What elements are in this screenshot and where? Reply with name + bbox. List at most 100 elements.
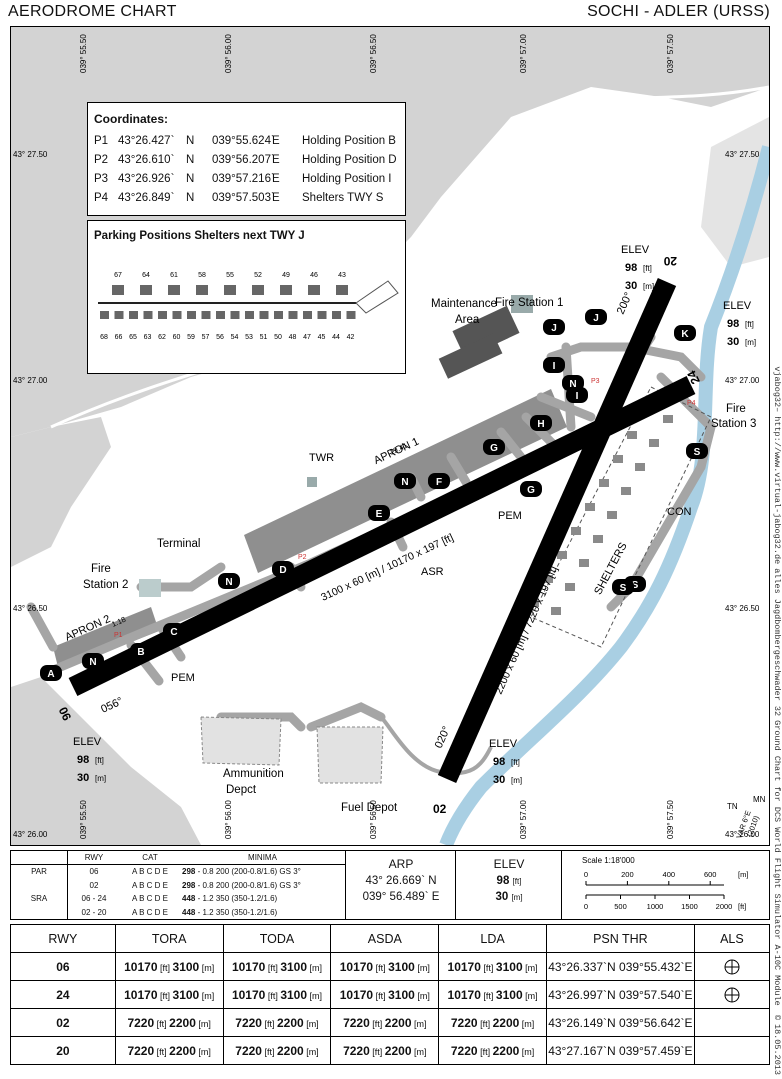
park-top-46: 46 [310, 272, 318, 279]
svg-text:S: S [632, 580, 639, 591]
minima-type: SRA [11, 891, 68, 906]
svg-text:H: H [537, 419, 544, 430]
park-bot-47: 47 [303, 334, 311, 341]
elev-m: 30 [495, 891, 509, 903]
grid-bottom-3: 039° 57.00 [519, 800, 528, 839]
shelter-bot-68 [100, 311, 109, 319]
rwy-header-tora: TORA [114, 924, 224, 953]
label-asr: ASR [421, 566, 444, 578]
elev-3-m: 30 [493, 774, 505, 786]
shelter-bot-59 [187, 311, 196, 319]
rwy-header-psn-thr: PSN THR [545, 924, 695, 953]
minima-type [11, 878, 68, 892]
elev-1-ft: 98 [625, 262, 637, 274]
park-top-61: 61 [170, 272, 178, 279]
svg-text:I: I [576, 391, 579, 402]
coord-id: P3 [94, 173, 109, 185]
shelter [579, 559, 589, 567]
shelter-top-46 [308, 285, 320, 295]
taxiway-J-17: J [585, 309, 607, 325]
park-bot-60: 60 [173, 334, 181, 341]
scale-m-600: 600 [704, 870, 717, 879]
elev-0-m: 30 [77, 772, 89, 784]
scale-ft-500: 500 [614, 902, 627, 911]
coord-desc: Shelters TWY S [302, 192, 384, 204]
svg-text:B: B [137, 647, 144, 658]
elev-ft: 98 [496, 875, 510, 887]
coord-id: P4 [94, 192, 109, 204]
grid-right-1: 43° 27.00 [725, 376, 760, 385]
arp-lon: 039° 56.489` E [362, 891, 440, 903]
park-bot-56: 56 [216, 334, 224, 341]
rwy-header-rwy: RWY [10, 924, 116, 953]
taxiway-B-2: B [130, 643, 152, 659]
threshold-position: 43°26.337`N 039°55.432`E [545, 952, 695, 981]
minima-value: 448 - 1.2 350 (350-1.2/1.6) [182, 894, 278, 904]
chart-title: AERODROME CHART [8, 3, 177, 20]
hdg-020: 020° [433, 725, 453, 751]
shelter [585, 503, 595, 511]
taxiway-N-1: N [82, 653, 104, 669]
minima-value: 298 - 0.8 200 (200-0.8/1.6) GS 3° [182, 880, 301, 890]
park-top-55: 55 [226, 272, 234, 279]
coord-ns: N [186, 192, 195, 204]
als-icon [724, 959, 740, 974]
shelter-top-49 [280, 285, 292, 295]
minima-cat: A B C D E [131, 894, 168, 904]
credits-text: 18.05.2013© vjabog32–http://www.virtual-… [772, 0, 782, 1079]
coord-lon: 039°56.207` [212, 154, 275, 166]
terrain-south [11, 677, 201, 845]
shelter-bot-48 [288, 311, 298, 319]
toda-value: 10170 [ft] 3100 [m] [222, 980, 332, 1009]
als-icon [724, 987, 740, 1002]
shelter [551, 607, 561, 615]
terminal-building [139, 579, 161, 597]
minima-value: 448 - 1.2 350 (350-1.2/1.6) [182, 907, 278, 917]
taxiway-N-7: N [394, 473, 416, 489]
shelter-bot-47 [303, 311, 312, 319]
coord-lat: 43°26.427` [118, 135, 175, 147]
rwy-id: 06 [10, 952, 116, 981]
elev-3-m-unit: [m] [511, 776, 522, 785]
shelter-bot-54 [230, 311, 240, 319]
grid-top-2: 039° 56.50 [369, 34, 378, 73]
chart-header: AERODROME CHART SOCHI - ADLER (URSS) [0, 0, 770, 24]
runway-02-20 [437, 277, 677, 784]
shelter-bot-51 [259, 311, 269, 319]
shelter [557, 551, 567, 559]
parking-title: Parking Positions Shelters next TWY J [94, 230, 305, 242]
shelter-top-67 [112, 285, 124, 295]
rwy-header-als: ALS [693, 924, 771, 953]
lda-value: 7220 [ft] 2200 [m] [438, 1008, 547, 1037]
elev-2-m: 30 [727, 336, 739, 348]
minima-rwy: 02 [89, 880, 99, 890]
elev-0-ft-unit: [ft] [95, 756, 104, 765]
airport-name: SOCHI - ADLER (URSS) [587, 3, 770, 20]
minima-cat: A B C D E [131, 867, 168, 877]
taxiway-N-15: N [562, 375, 584, 391]
label-fire-3-a: Fire [726, 403, 746, 415]
asda-value: 7220 [ft] 2200 [m] [330, 1036, 440, 1065]
coord-ew: E [272, 192, 280, 204]
grid-left-3: 43° 26.00 [13, 830, 48, 839]
park-bot-62: 62 [158, 334, 166, 341]
svg-text:J: J [551, 323, 557, 334]
park-top-43: 43 [338, 272, 346, 279]
taxiway-C-3: C [163, 623, 185, 639]
tora-value: 7220 [ft] 2200 [m] [114, 1036, 224, 1065]
shelter [543, 575, 553, 583]
asda-value: 10170 [ft] 3100 [m] [330, 980, 440, 1009]
label-ammo-b: Depct [226, 784, 257, 796]
svg-text:E: E [376, 509, 383, 520]
coord-lon: 039°57.216` [212, 173, 275, 185]
minima-header-minima: MINIMA [180, 851, 345, 865]
arp-title: ARP [388, 857, 414, 871]
elev-1-m: 30 [625, 280, 637, 292]
scale-ft-0: 0 [584, 902, 588, 911]
svg-text:A: A [47, 669, 54, 680]
shelter-top-64 [140, 285, 152, 295]
